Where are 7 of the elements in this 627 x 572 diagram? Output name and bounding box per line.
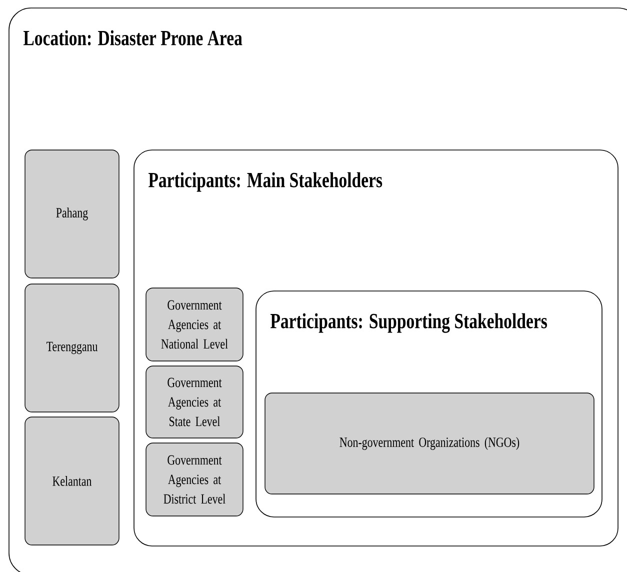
item-box: Government Agencies at State Level <box>146 366 244 438</box>
item-box: Government Agencies at National Level <box>146 288 244 362</box>
item-box: Terengganu <box>24 284 120 412</box>
item-box: Pahang <box>24 150 120 278</box>
item-box: Government Agencies at District Level <box>146 442 244 516</box>
item-box: Kelantan <box>24 416 120 546</box>
item-box: Non-government Organizations (NGOs) <box>264 392 594 494</box>
